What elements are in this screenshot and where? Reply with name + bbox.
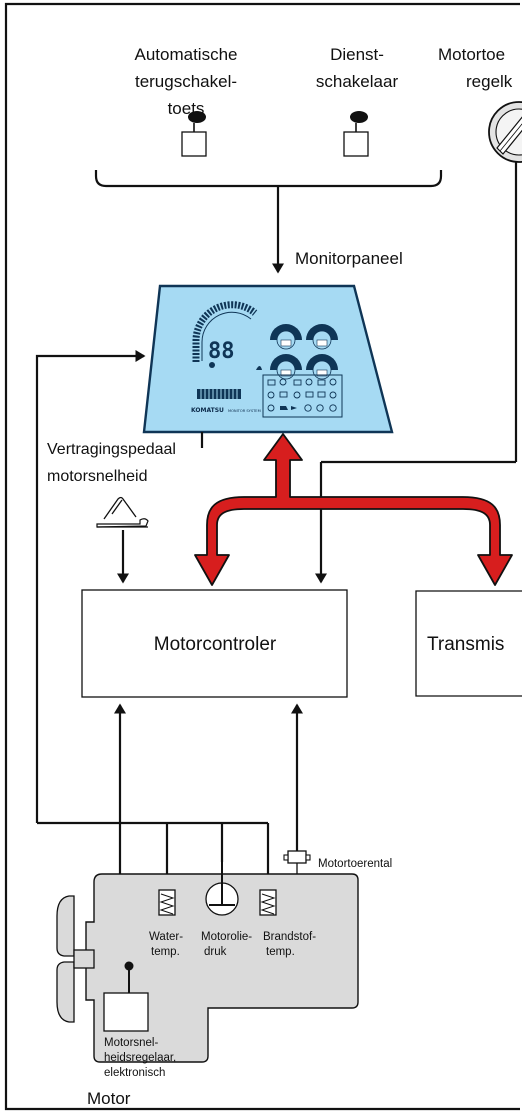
engine-block	[85, 873, 359, 1063]
speed-gauge-arc	[192, 301, 258, 362]
governor-label-line-1: Motorsnel-	[104, 1037, 158, 1049]
fuel-temp-sensor-icon	[259, 889, 277, 916]
fuel-temp-label-line-1: Brandstof-	[263, 931, 316, 943]
pedal-icon	[96, 496, 149, 528]
water-temp-sensor-icon	[158, 889, 176, 916]
governor-label-line-3: elektronisch	[104, 1067, 165, 1079]
engine-label: Motor	[87, 1089, 131, 1108]
warning-lamp-grid	[262, 374, 343, 418]
fuel-temp-label-line-2: temp.	[266, 946, 295, 958]
pedal-label-line-1: Vertragingspedaal	[47, 441, 176, 458]
monitor-panel: 88 KOMATSU MONITOR SYSTEM	[142, 284, 394, 434]
service-label-line-2: schakelaar	[316, 72, 399, 91]
engine-speed-dial-label: Motortoe regelk	[438, 45, 513, 91]
warning-lamps	[267, 378, 337, 412]
fan-icon	[56, 895, 95, 1023]
engine-speed-sensor-icon	[283, 850, 311, 876]
service-switch-icon	[343, 111, 369, 157]
auto-return-switch-label: Automatische terugschakel- toets	[135, 45, 238, 118]
water-temp-label-line-1: Water-	[149, 931, 183, 943]
auto-return-label-line-1: Automatische	[135, 45, 238, 64]
communication-bus-arrow	[194, 433, 513, 586]
monitor-panel-label: Monitorpaneel	[295, 249, 403, 268]
monitor-brand-logo: KOMATSU	[191, 407, 224, 414]
dial-label-line-1: Motortoe	[438, 45, 505, 64]
monitor-system-text: MONITOR SYSTEM	[228, 409, 261, 413]
transmission-controller-label: Transmis	[427, 634, 504, 655]
engine-speed-dial-icon	[488, 101, 522, 163]
sensor-feedback-line	[35, 350, 146, 823]
service-label-line-1: Dienst-	[330, 45, 384, 64]
governor-icon	[103, 961, 149, 1032]
oil-pressure-label-line-1: Motorolie-	[201, 931, 252, 943]
engine-controller-label: Motorcontroler	[154, 634, 277, 655]
dial-label-line-2: regelk	[466, 72, 513, 91]
engine-speed-sensor-label: Motortoerental	[318, 858, 392, 870]
auto-return-switch-icon	[181, 111, 207, 157]
transmission-controller-box	[415, 590, 522, 697]
outer-frame	[4, 2, 520, 1111]
governor-label-line-2: heidsregelaar,	[104, 1052, 176, 1064]
engine-controller-box	[81, 589, 348, 698]
oil-pressure-label-line-2: druk	[204, 946, 227, 958]
switch-bracket	[94, 170, 443, 188]
monitor-panel-body	[142, 284, 394, 434]
pedal-label-line-2: motorsnelheid	[47, 468, 148, 485]
bar-display	[197, 389, 241, 399]
auto-return-label-line-2: terugschakel-	[135, 72, 237, 91]
water-temp-label-line-2: temp.	[151, 946, 180, 958]
speed-digital-display: 88	[208, 339, 235, 364]
oil-pressure-sensor-icon	[205, 862, 239, 916]
service-switch-label: Dienst- schakelaar	[316, 45, 399, 91]
